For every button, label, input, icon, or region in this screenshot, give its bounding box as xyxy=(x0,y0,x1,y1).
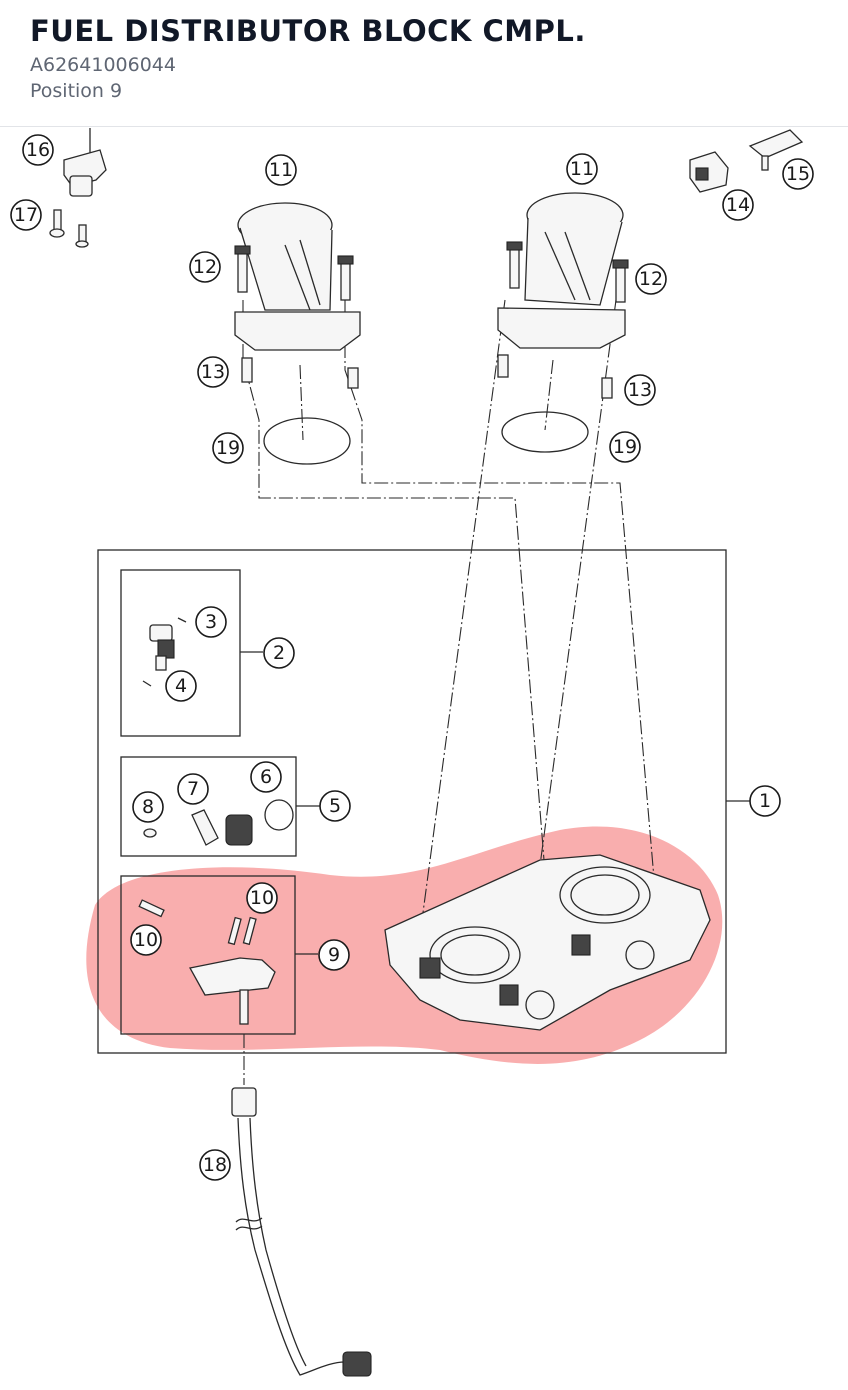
connector-part-15 xyxy=(748,129,804,171)
position-label: Position 9 xyxy=(30,80,123,102)
callout-5: 5 xyxy=(319,790,351,822)
subassembly-box-2 xyxy=(120,569,241,737)
injector-part-2 xyxy=(142,617,187,687)
callout-2: 2 xyxy=(263,637,295,669)
svg-text:14: 14 xyxy=(726,194,750,216)
intake-trumpet-right xyxy=(497,192,626,349)
assembly-guide-lines xyxy=(242,299,656,1085)
callout-19-left: 19 xyxy=(212,432,244,464)
svg-text:10: 10 xyxy=(134,929,158,951)
callout-16: 16 xyxy=(22,134,54,166)
sensor-part-9 xyxy=(138,899,276,1025)
page-header: FUEL DISTRIBUTOR BLOCK CMPL. A6264100604… xyxy=(0,0,848,127)
callout-7: 7 xyxy=(177,773,209,805)
callout-4: 4 xyxy=(165,670,197,702)
svg-text:7: 7 xyxy=(187,778,199,800)
callout-11-right: 11 xyxy=(566,153,598,185)
svg-text:8: 8 xyxy=(142,796,154,818)
subassembly-box-9 xyxy=(120,875,296,1035)
intake-trumpet-left xyxy=(234,202,361,351)
fuel-line-part-18 xyxy=(231,1087,372,1377)
callout-10-left: 10 xyxy=(130,924,162,956)
svg-text:16: 16 xyxy=(26,139,50,161)
callout-13-left: 13 xyxy=(197,356,229,388)
callout-3: 3 xyxy=(195,606,227,638)
part-number: A62641006044 xyxy=(30,54,176,76)
callout-11-left: 11 xyxy=(265,154,297,186)
svg-text:10: 10 xyxy=(250,887,274,909)
svg-text:1: 1 xyxy=(759,790,771,812)
svg-text:18: 18 xyxy=(203,1154,227,1176)
svg-text:9: 9 xyxy=(328,944,340,966)
callout-10-top: 10 xyxy=(246,882,278,914)
svg-text:19: 19 xyxy=(216,437,240,459)
throttle-body-assembly xyxy=(384,854,711,1031)
bolts-part-12 xyxy=(234,241,629,303)
callout-13-right: 13 xyxy=(624,374,656,406)
svg-text:11: 11 xyxy=(570,158,594,180)
svg-text:12: 12 xyxy=(639,268,663,290)
svg-text:6: 6 xyxy=(260,766,272,788)
callout-9: 9 xyxy=(318,939,350,971)
svg-text:3: 3 xyxy=(205,611,217,633)
o-rings-part-19 xyxy=(263,411,589,465)
callout-15: 15 xyxy=(782,158,814,190)
callout-17: 17 xyxy=(10,199,42,231)
svg-text:4: 4 xyxy=(175,675,187,697)
svg-text:2: 2 xyxy=(273,642,285,664)
svg-text:13: 13 xyxy=(201,361,225,383)
svg-text:19: 19 xyxy=(613,436,637,458)
callout-1: 1 xyxy=(749,785,781,817)
svg-text:5: 5 xyxy=(329,795,341,817)
callout-12-right: 12 xyxy=(635,263,667,295)
callout-14: 14 xyxy=(722,189,754,221)
callout-8: 8 xyxy=(132,791,164,823)
callout-6: 6 xyxy=(250,761,282,793)
callout-18: 18 xyxy=(199,1149,231,1181)
svg-text:15: 15 xyxy=(786,163,810,185)
sensor-part-16 xyxy=(63,128,107,197)
screws-part-17 xyxy=(49,209,89,248)
sleeves-part-13 xyxy=(241,354,613,399)
callout-19-right: 19 xyxy=(609,431,641,463)
page-title: FUEL DISTRIBUTOR BLOCK CMPL. xyxy=(30,14,586,48)
callout-12-left: 12 xyxy=(189,251,221,283)
svg-text:13: 13 xyxy=(628,379,652,401)
connector-part-14 xyxy=(689,151,729,193)
svg-text:17: 17 xyxy=(14,204,38,226)
svg-text:12: 12 xyxy=(193,256,217,278)
svg-text:11: 11 xyxy=(269,159,293,181)
sensor-part-5 xyxy=(143,799,294,846)
